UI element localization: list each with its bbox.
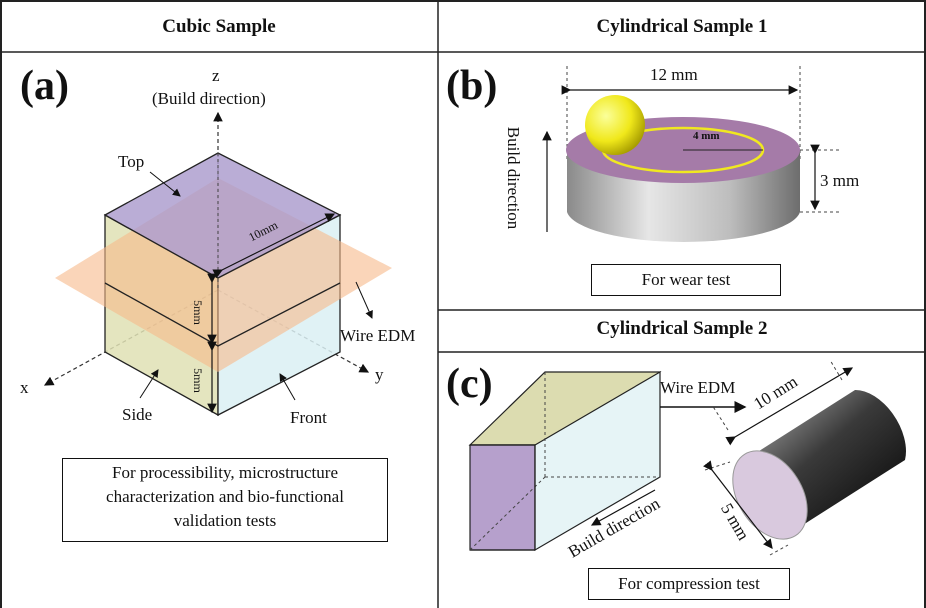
wire-edm-label: Wire EDM (340, 326, 416, 345)
front-face-label: Front (290, 408, 327, 427)
wire-edm-label-c: Wire EDM (660, 378, 736, 397)
build-direction-vertical-label: Build direction (504, 126, 524, 230)
build-direction-label: (Build direction) (152, 89, 266, 108)
caption-line-2: characterization and bio-functional (106, 487, 344, 506)
compression-test-caption: For compression test (588, 568, 790, 600)
cubic-caption-box: For processibility, microstructure chara… (62, 458, 388, 542)
x-axis-label: x (20, 378, 29, 397)
y-axis-label: y (375, 365, 384, 384)
panel-a-label: (a) (20, 63, 69, 109)
dim-4mm-label: 4 mm (693, 130, 720, 142)
dim-12mm-label: 12 mm (650, 65, 698, 84)
panel-c-label: (c) (446, 361, 493, 407)
side-face-label: Side (122, 405, 153, 424)
top-face-label: Top (118, 152, 145, 171)
wear-ball (585, 95, 645, 155)
panel-b-label: (b) (446, 63, 498, 109)
header-cylindrical-sample-1: Cylindrical Sample 1 (596, 16, 768, 37)
caption-line-1: For processibility, microstructure (112, 463, 338, 482)
block-end-face (469, 444, 536, 551)
header-cylindrical-sample-2: Cylindrical Sample 2 (596, 318, 768, 339)
caption-line-3: validation tests (173, 511, 277, 530)
dim-3mm-label: 3 mm (820, 171, 860, 190)
wear-test-caption: For wear test (591, 264, 781, 296)
z-axis-label: z (212, 66, 220, 85)
header-cubic-sample: Cubic Sample (162, 16, 276, 37)
